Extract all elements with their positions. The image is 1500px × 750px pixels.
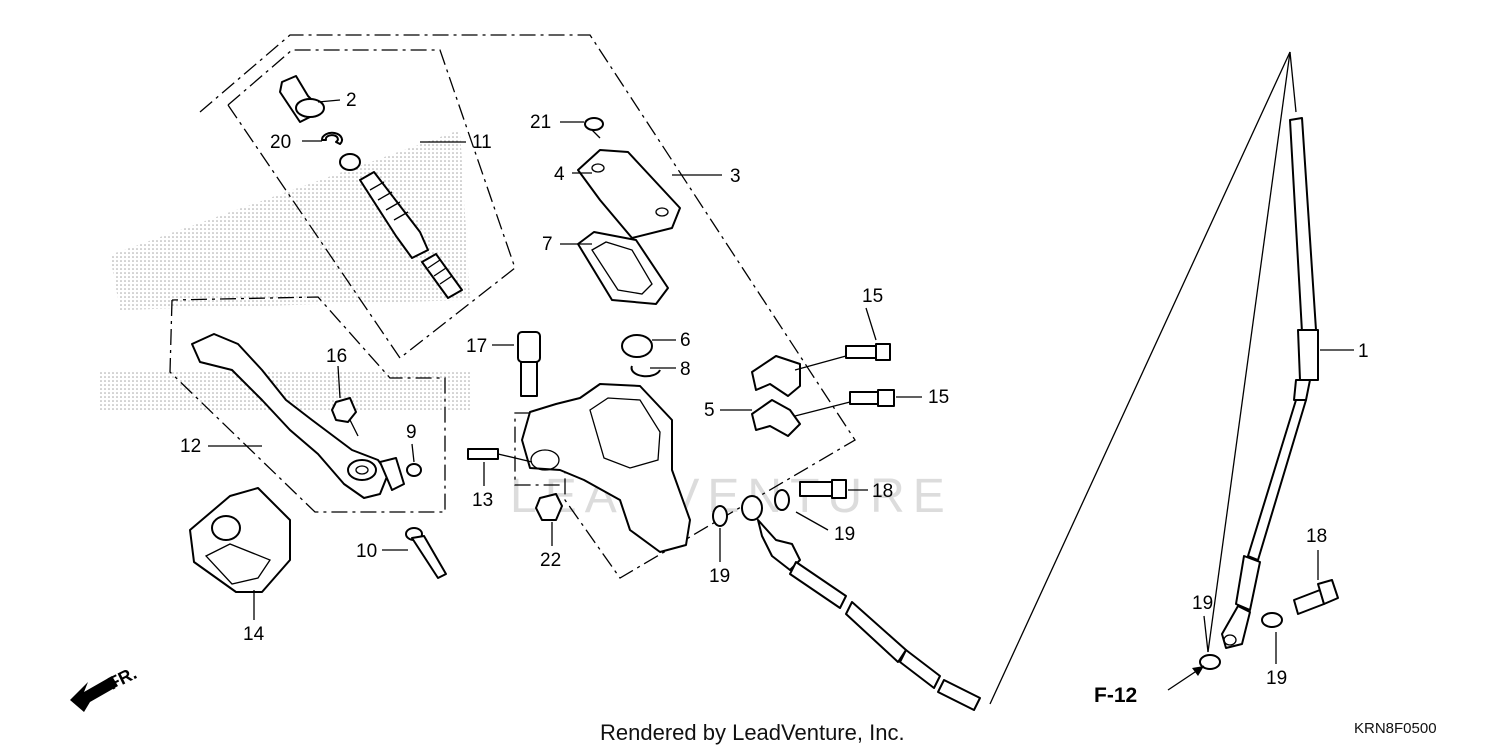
callout-19-c: 19 — [1192, 593, 1213, 614]
part-15-bolt-lower — [794, 389, 895, 417]
part-15-bolt-upper — [794, 343, 891, 371]
part-11-spring — [421, 253, 463, 299]
part-11-piston — [359, 171, 429, 259]
part-2-boot — [279, 75, 325, 123]
callout-12: 12 — [180, 436, 201, 457]
callout-10: 10 — [356, 541, 377, 562]
footer-credit: Rendered by LeadVenture, Inc. — [600, 720, 905, 745]
callout-19-a: 19 — [709, 566, 730, 587]
callout-17: 17 — [466, 336, 487, 357]
part-22-nut — [535, 493, 563, 521]
callout-15-lower: 15 — [928, 387, 949, 408]
part-11-washer — [339, 153, 361, 171]
part-9-spring — [379, 457, 405, 491]
callout-6: 6 — [680, 330, 691, 351]
part-1-brake-hose — [1221, 117, 1319, 649]
part-21-screw — [584, 117, 604, 139]
front-direction-arrow: FR. — [70, 663, 140, 712]
callout-18-a: 18 — [872, 481, 893, 502]
callout-19-d: 19 — [1266, 668, 1287, 689]
callout-13: 13 — [472, 490, 493, 511]
part-20-circlip — [320, 131, 343, 145]
callout-14: 14 — [243, 624, 265, 645]
part-18-bolt — [799, 479, 847, 499]
part-4-reservoir-cap — [577, 149, 681, 239]
callout-4: 4 — [554, 164, 565, 185]
part-19-washer-4 — [1261, 612, 1283, 628]
part-18-bolt-lower — [1293, 579, 1339, 615]
callout-20: 20 — [270, 132, 291, 153]
callout-19-b: 19 — [834, 524, 855, 545]
part-13-adjuster-screw — [467, 448, 533, 463]
brake-hose-lower — [741, 495, 981, 711]
callout-5: 5 — [704, 400, 715, 421]
part-19-washer-3 — [1199, 654, 1221, 670]
part-5-holder — [751, 355, 801, 437]
part-14-dust-cover — [189, 487, 291, 593]
part-19-washer-1 — [712, 505, 728, 527]
reference-label: F-12 — [1094, 684, 1137, 707]
callout-1: 1 — [1358, 341, 1369, 362]
part-10-pivot-bolt — [405, 527, 447, 579]
part-16-locknut — [331, 397, 359, 437]
leader-lines — [208, 51, 1354, 705]
callout-22: 22 — [540, 550, 561, 571]
part-7-diaphragm — [577, 231, 669, 305]
part-6-plate — [621, 334, 653, 358]
callout-3: 3 — [730, 166, 741, 187]
master-cylinder-body — [521, 383, 691, 553]
diagram-code: KRN8F0500 — [1354, 720, 1437, 737]
callout-15-upper: 15 — [862, 286, 883, 307]
callout-21: 21 — [530, 112, 551, 133]
callout-9: 9 — [406, 422, 417, 443]
assembly-boundaries — [169, 34, 856, 579]
callout-18-b: 18 — [1306, 526, 1327, 547]
callout-16: 16 — [326, 346, 347, 367]
callout-8: 8 — [680, 359, 691, 380]
callout-7: 7 — [542, 234, 553, 255]
background-logo-stipple — [100, 130, 470, 410]
callout-labels: 2 20 11 21 4 3 7 6 8 15 15 5 17 16 9 12 … — [180, 90, 1369, 689]
part-9-collar — [406, 463, 422, 477]
part-12-lever — [191, 333, 389, 499]
part-19-washer-2 — [774, 489, 790, 511]
part-8-oring — [630, 365, 661, 378]
callout-11: 11 — [472, 132, 492, 153]
callout-2: 2 — [346, 90, 357, 111]
part-17-pivot-bolt — [517, 331, 541, 397]
